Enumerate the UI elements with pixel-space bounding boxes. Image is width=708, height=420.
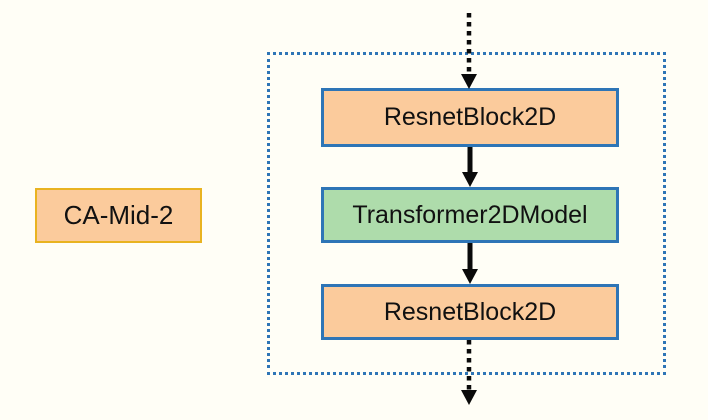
ca-mid-2-label: CA-Mid-2 bbox=[63, 200, 174, 230]
block-transformer: Transformer2DModel bbox=[321, 187, 619, 243]
mid-block-dotted-container bbox=[267, 52, 666, 375]
block-resnet-top: ResnetBlock2D bbox=[321, 88, 619, 147]
block-resnet-bottom: ResnetBlock2D bbox=[321, 284, 619, 340]
block-transformer-label: Transformer2DModel bbox=[352, 200, 588, 229]
block-resnet-bottom-label: ResnetBlock2D bbox=[383, 297, 557, 326]
ca-mid-2-label-box: CA-Mid-2 bbox=[35, 188, 202, 243]
block-resnet-top-label: ResnetBlock2D bbox=[383, 103, 557, 131]
